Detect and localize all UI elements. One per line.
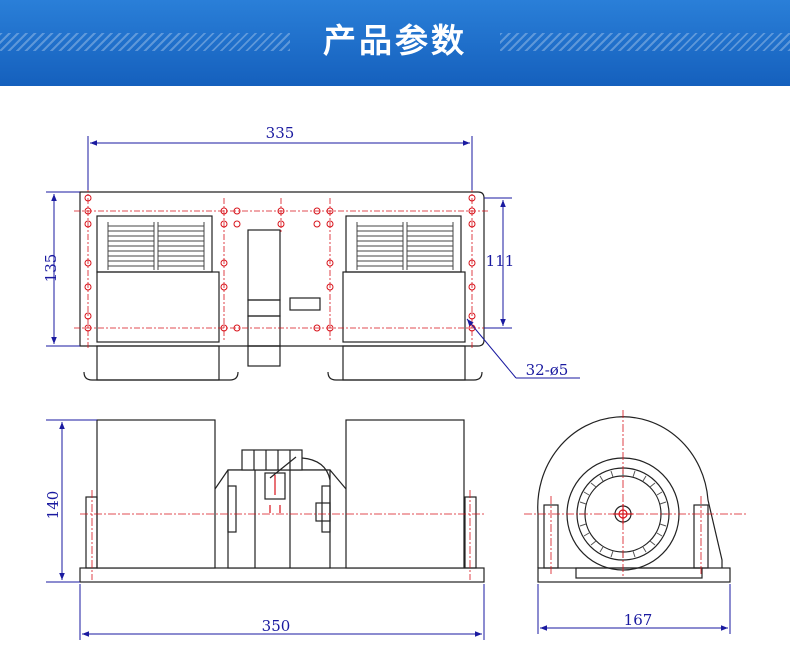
dim-hole-spacing: 111 <box>486 252 515 270</box>
dimension-lines-front <box>46 419 485 640</box>
banner-stripe-right <box>500 33 790 51</box>
dim-hole-spec: 32-ø5 <box>526 361 569 379</box>
dim-top-height: 135 <box>42 254 60 283</box>
mounting-holes <box>84 194 476 332</box>
louver-grille-left <box>107 222 205 270</box>
dimension-lines-side <box>537 584 731 634</box>
front-view <box>79 419 485 583</box>
dimension-lines-top <box>46 136 580 379</box>
front-view-centerlines <box>80 490 484 580</box>
side-view-hub <box>613 504 633 524</box>
dim-front-height: 140 <box>44 491 62 520</box>
dim-top-width: 335 <box>266 124 295 142</box>
dim-front-width: 350 <box>262 617 291 635</box>
dim-side-width: 167 <box>624 611 653 629</box>
page-title: 产品参数 <box>323 21 467 60</box>
header-banner: 产品参数 <box>0 0 790 86</box>
side-view-centerlines <box>524 410 748 578</box>
top-view <box>79 191 485 381</box>
louver-grille-right <box>356 222 454 270</box>
technical-drawing: 335 135 111 32-ø5 <box>42 124 748 640</box>
front-view-terminals <box>269 475 281 513</box>
banner-stripe-left <box>0 33 290 51</box>
